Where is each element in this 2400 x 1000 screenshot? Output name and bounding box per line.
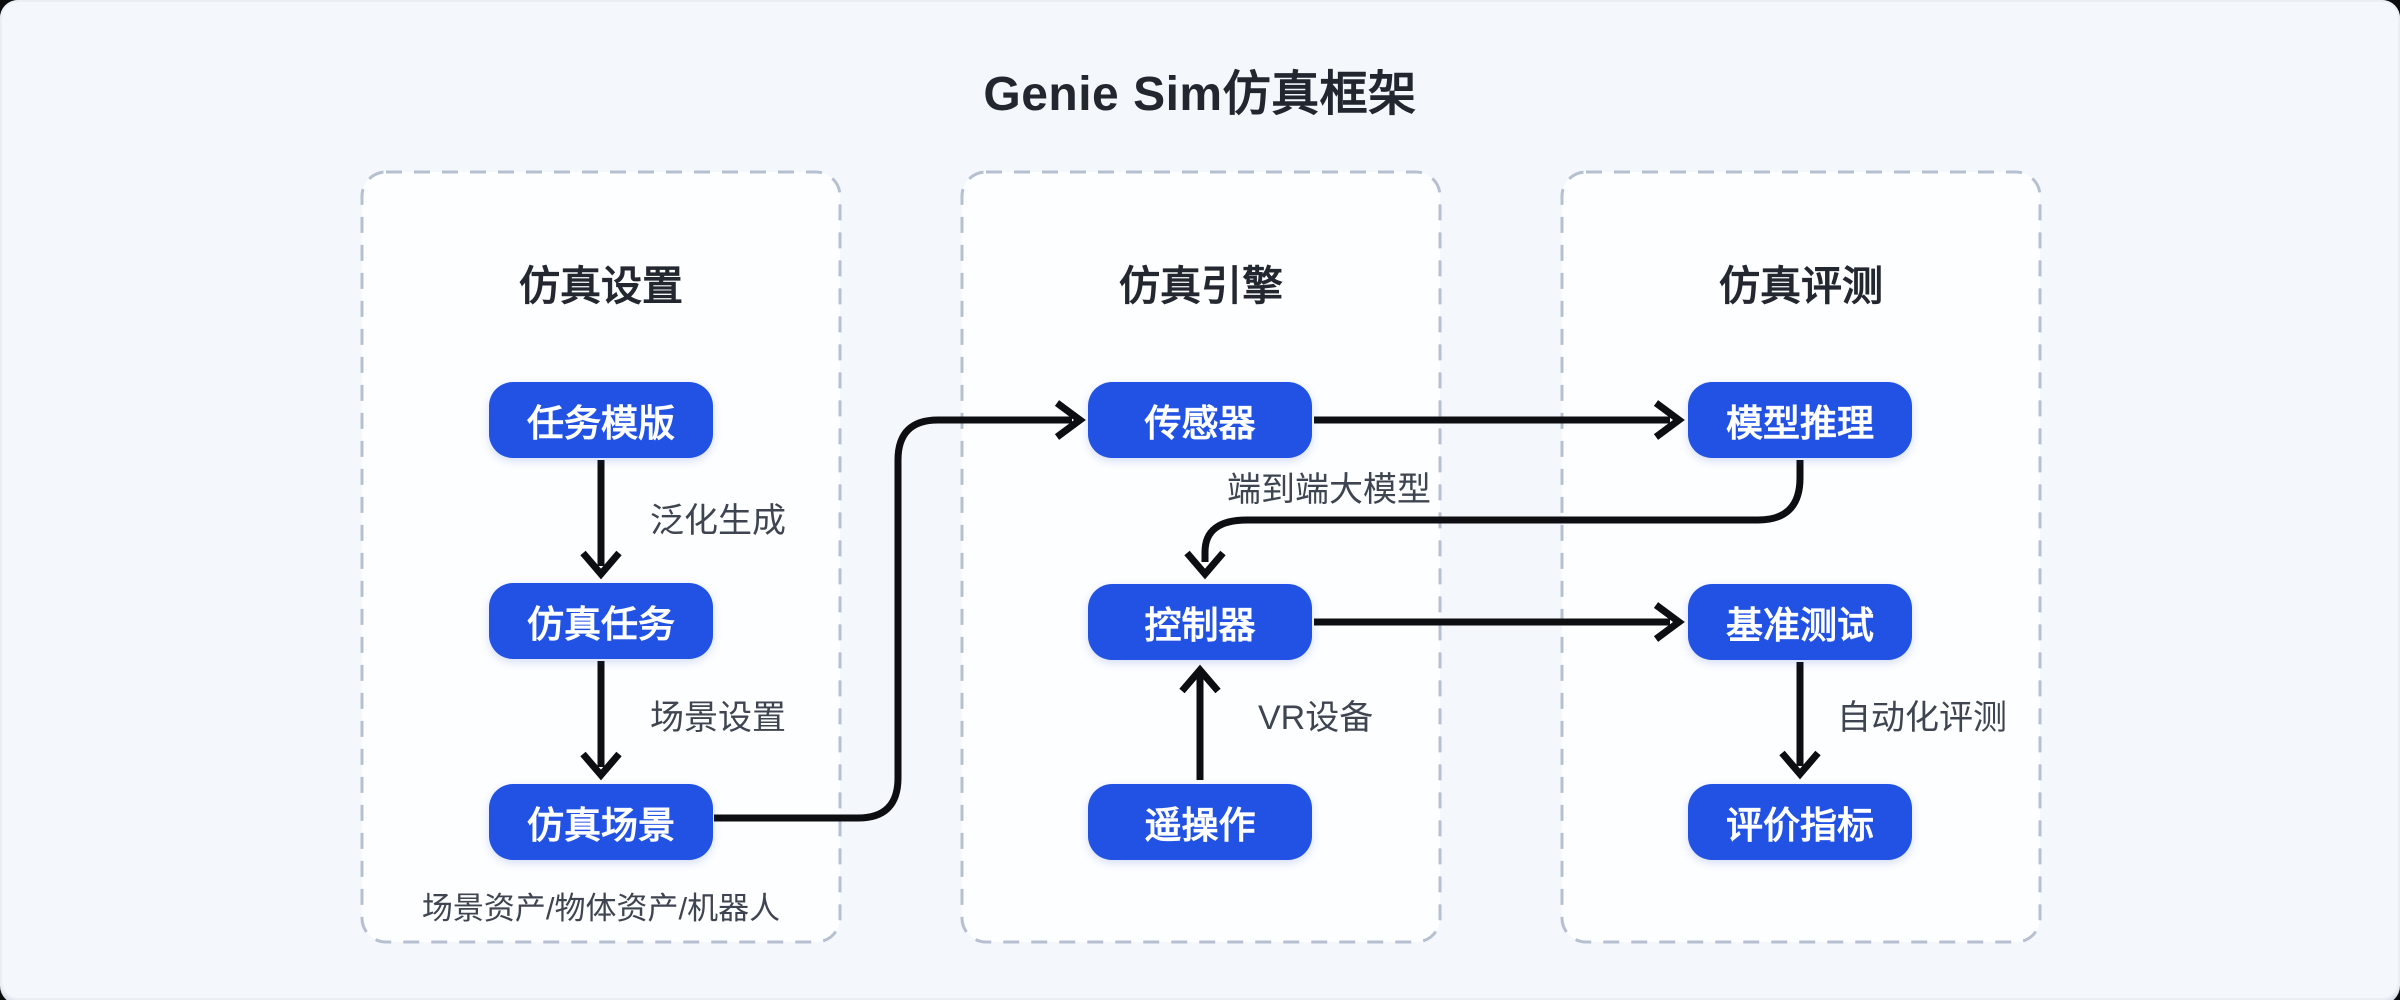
edge-benchmark-to-metrics [1779,662,1821,780]
edge-teleop-to-controller [1179,664,1221,780]
edge-sensor-to-model-inference-arrowhead [1653,400,1685,440]
panel-caption-assets: 场景资产/物体资产/机器人 [421,891,781,926]
edge-label-vr-device: VR设备 [1258,699,1374,737]
edge-sim-task-to-sim-scene [580,661,622,781]
edge-model-inference-to-controller-line [1201,460,1804,562]
edge-model-inference-to-controller [1184,460,1804,580]
node-sim-scene: 仿真场景 [489,784,713,860]
panel-title-simulation-evaluation: 仿真评测 [1719,263,1883,309]
node-teleop: 遥操作 [1088,784,1312,860]
node-model-inference: 模型推理 [1688,382,1912,458]
edge-task-template-to-sim-task [580,460,622,580]
panel-box-simulation-evaluation [1560,170,2042,944]
node-benchmark: 基准测试 [1688,584,1912,660]
edge-sim-scene-to-sensor-line [714,416,1072,822]
node-sim-task: 仿真任务 [489,583,713,659]
edge-model-inference-to-controller-arrowhead [1184,550,1226,580]
panel-box-simulation-engine [960,170,1442,944]
edge-sim-scene-to-sensor [714,400,1086,822]
edge-label-scene-setup: 场景设置 [650,699,786,737]
panel-title-simulation-engine: 仿真引擎 [1119,263,1283,309]
edge-controller-to-benchmark [1314,602,1685,642]
edge-benchmark-to-metrics-arrowhead [1779,750,1821,780]
node-sensor: 传感器 [1088,382,1312,458]
panel-title-simulation-setup: 仿真设置 [519,263,683,309]
edge-label-auto-eval: 自动化评测 [1837,699,2007,737]
edge-sim-scene-to-sensor-arrowhead [1054,400,1086,440]
edge-label-e2e-model: 端到端大模型 [1227,471,1431,509]
edge-sim-task-to-sim-scene-arrowhead [580,751,622,781]
edge-label-generalization: 泛化生成 [650,502,786,540]
edge-controller-to-benchmark-arrowhead [1653,602,1685,642]
diagram-title: Genie Sim仿真框架 [983,68,1417,121]
edge-task-template-to-sim-task-arrowhead [580,550,622,580]
node-metrics: 评价指标 [1688,784,1912,860]
node-controller: 控制器 [1088,584,1312,660]
node-task-template: 任务模版 [489,382,713,458]
edge-sensor-to-model-inference [1314,400,1685,440]
edge-teleop-to-controller-arrowhead [1179,664,1221,694]
